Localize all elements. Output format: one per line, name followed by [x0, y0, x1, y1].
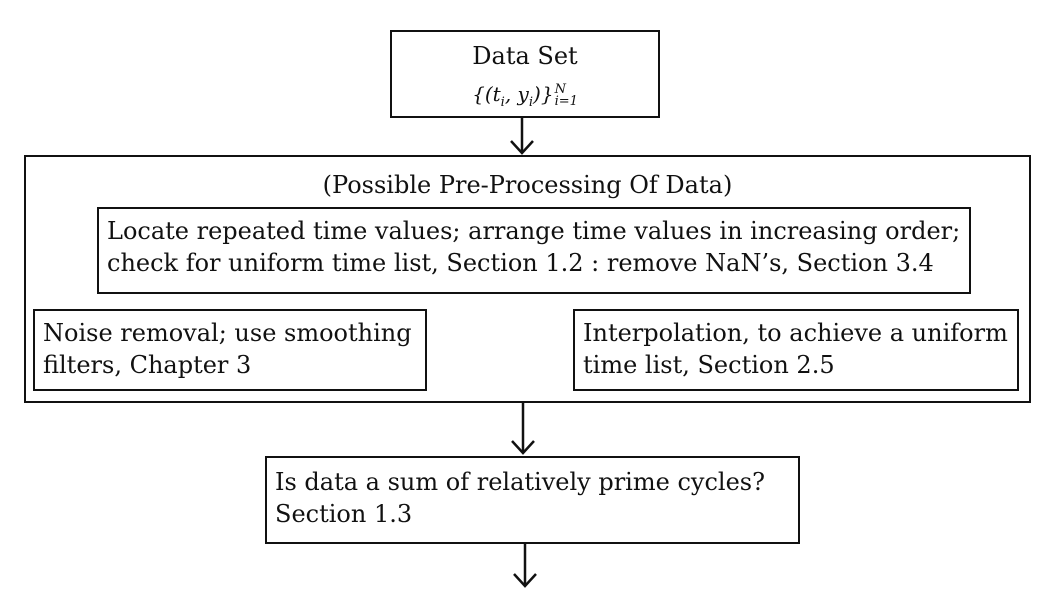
prime-cycles-line-2: Section 1.3	[275, 500, 413, 528]
noise-removal-box: Noise removal; use smoothing filters, Ch…	[33, 309, 427, 391]
locate-line-1: Locate repeated time values; arrange tim…	[107, 217, 961, 245]
noise-line-2: filters, Chapter 3	[43, 351, 252, 379]
interp-line-2: time list, Section 2.5	[583, 351, 835, 379]
data-set-title: Data Set	[472, 42, 578, 70]
preprocessing-title: (Possible Pre-Processing Of Data)	[322, 171, 733, 199]
locate-repeated-box: Locate repeated time values; arrange tim…	[97, 207, 971, 294]
prime-cycles-box: Is data a sum of relatively prime cycles…	[265, 456, 800, 544]
prime-cycles-line-1: Is data a sum of relatively prime cycles…	[275, 468, 765, 496]
interpolation-box: Interpolation, to achieve a uniform time…	[573, 309, 1019, 391]
arrow-down-3	[513, 544, 537, 588]
arrow-down-2	[511, 403, 535, 455]
arrow-down-1	[510, 118, 534, 155]
locate-line-2: check for uniform time list, Section 1.2…	[107, 249, 934, 277]
interp-line-1: Interpolation, to achieve a uniform	[583, 319, 1008, 347]
noise-line-1: Noise removal; use smoothing	[43, 319, 412, 347]
